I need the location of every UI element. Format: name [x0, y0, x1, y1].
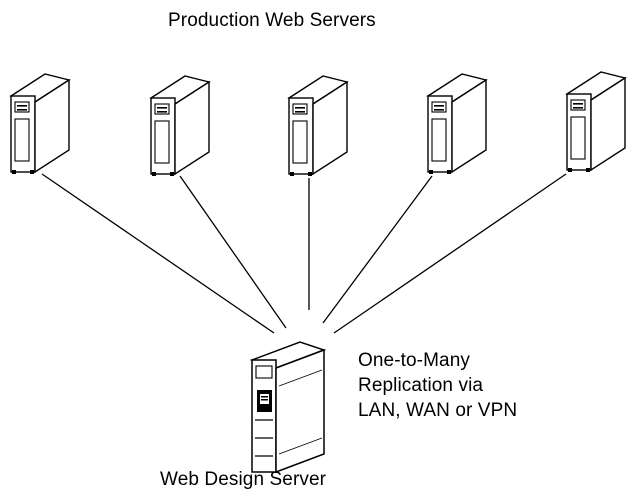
connection-line-2: [179, 175, 287, 329]
production-server-1-icon: [10, 73, 70, 175]
web-design-server-icon: [249, 341, 327, 474]
connection-line-5: [333, 173, 567, 334]
production-web-servers-title: Production Web Servers: [168, 10, 376, 31]
connection-line-4: [322, 175, 433, 324]
production-server-3-icon: [288, 75, 348, 177]
replication-caption-line-1: One-to-Many: [358, 350, 470, 371]
replication-caption-line-2: Replication via: [358, 375, 484, 396]
production-server-4-icon: [427, 73, 487, 175]
production-server-5-icon: [566, 71, 626, 173]
production-server-2-icon: [150, 75, 210, 177]
web-design-server-label: Web Design Server: [160, 469, 327, 490]
connection-line-1: [41, 173, 275, 334]
replication-caption-line-3: LAN, WAN or VPN: [358, 400, 518, 421]
connection-lines: [41, 173, 567, 334]
replication-caption: One-to-Many Replication via LAN, WAN or …: [358, 348, 578, 423]
